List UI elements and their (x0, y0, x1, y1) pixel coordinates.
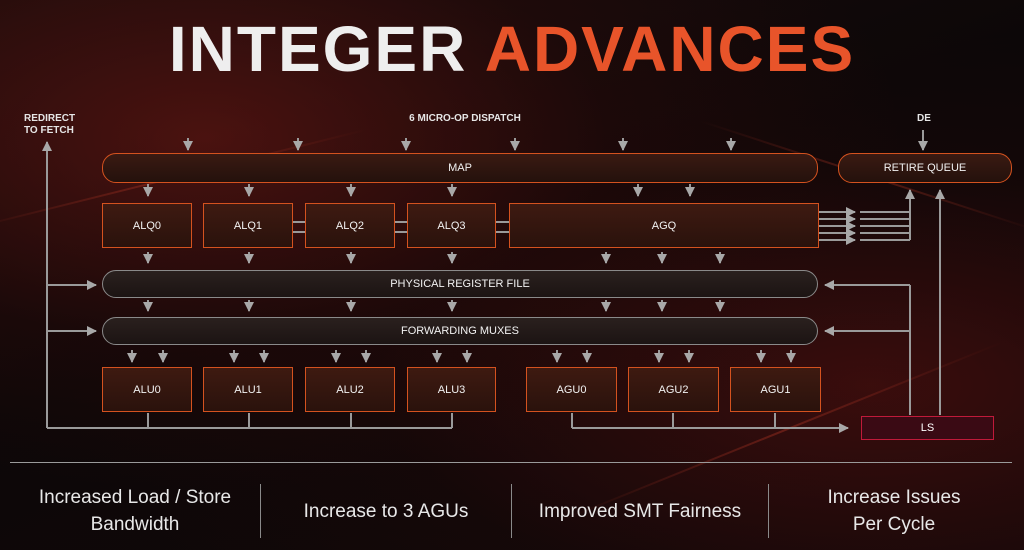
alq3-block: ALQ3 (407, 203, 496, 248)
alu1-block: ALU1 (203, 367, 293, 412)
feature-divider (260, 484, 261, 538)
alq1-block: ALQ1 (203, 203, 293, 248)
agu1-block: AGU1 (730, 367, 821, 412)
agu0-block: AGU0 (526, 367, 617, 412)
forwarding-muxes-block: FORWARDING MUXES (102, 317, 818, 345)
agu2-block: AGU2 (628, 367, 719, 412)
feature-4-line1: Increase Issues (827, 487, 961, 508)
redirect-label-line1: REDIRECT (24, 113, 76, 124)
divider-rule (10, 462, 1012, 463)
redirect-to-fetch-label: REDIRECT TO FETCH (24, 113, 75, 137)
ls-block: LS (861, 416, 994, 440)
title-part-orange: ADVANCES (484, 13, 856, 85)
dispatch-label: 6 MICRO-OP DISPATCH (409, 113, 521, 124)
feature-smt-fairness: Improved SMT Fairness (512, 484, 768, 538)
feature-4-line2: Per Cycle (852, 514, 936, 535)
page-title: INTEGER ADVANCES (0, 12, 1024, 86)
feature-3-line1: Improved SMT Fairness (538, 500, 742, 522)
map-block: MAP (102, 153, 818, 183)
retire-queue-block: RETIRE QUEUE (838, 153, 1012, 183)
title-part-white: INTEGER (168, 13, 468, 85)
alq0-block: ALQ0 (102, 203, 192, 248)
feature-2-line1: Increase to 3 AGUs (303, 500, 469, 522)
feature-1-line2: Bandwidth (90, 514, 180, 535)
feature-issues-per-cycle: Increase Issues Per Cycle (769, 484, 1019, 538)
feature-divider (511, 484, 512, 538)
alu0-block: ALU0 (102, 367, 192, 412)
feature-load-store-bandwidth: Increased Load / Store Bandwidth (10, 484, 260, 538)
feature-3-agus: Increase to 3 AGUs (261, 484, 511, 538)
feature-1-line1: Increased Load / Store (38, 487, 232, 508)
feature-divider (768, 484, 769, 538)
agq-block: AGQ (509, 203, 819, 248)
alq2-block: ALQ2 (305, 203, 395, 248)
physical-register-file-block: PHYSICAL REGISTER FILE (102, 270, 818, 298)
alu2-block: ALU2 (305, 367, 395, 412)
de-label: DE (917, 113, 931, 124)
alu3-block: ALU3 (407, 367, 496, 412)
redirect-label-line2: TO FETCH (24, 125, 74, 136)
